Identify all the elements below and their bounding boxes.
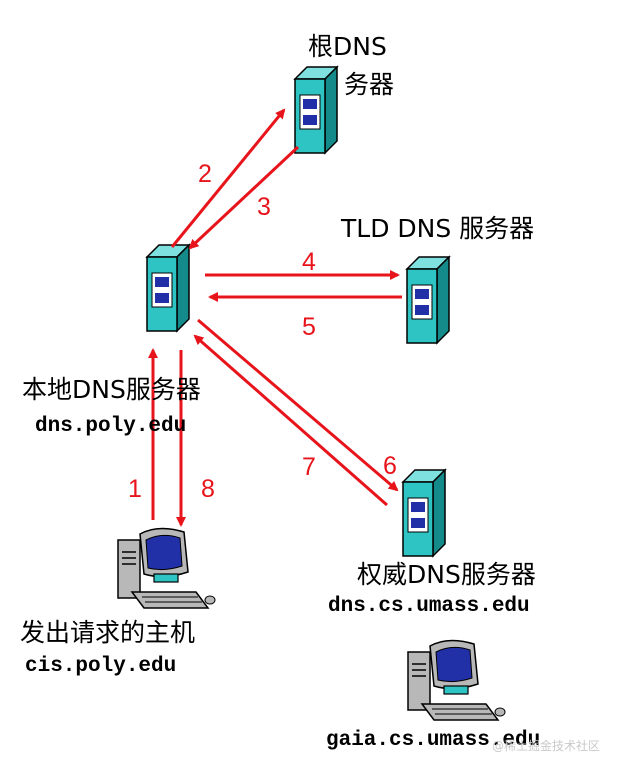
- arrow-step-3: [188, 145, 300, 250]
- step-number-5: 5: [302, 313, 316, 341]
- local-dns-host: dns.poly.edu: [35, 415, 187, 438]
- root-dns-server-icon: [294, 66, 338, 154]
- target-host-name: gaia.cs.umass.edu: [326, 729, 541, 752]
- authoritative-dns-server-icon: [402, 469, 446, 557]
- tld-dns-label: TLD DNS 服务器: [341, 214, 535, 243]
- local-dns-label: 本地DNS服务器: [22, 375, 201, 404]
- arrow-step-6: [197, 318, 399, 492]
- root-dns-label-line1: 根DNS: [308, 32, 387, 61]
- tld-dns-server-icon: [406, 256, 450, 344]
- requesting-host-label: 发出请求的主机: [20, 618, 196, 647]
- step-number-6: 6: [383, 452, 397, 480]
- step-number-8: 8: [201, 475, 215, 503]
- watermark: @稀土掘金技术社区: [492, 739, 601, 753]
- local-dns-server-icon: [146, 244, 190, 332]
- step-number-7: 7: [302, 453, 316, 481]
- arrow-step-2: [170, 108, 286, 248]
- target-host-computer-icon: [407, 639, 506, 721]
- authoritative-dns-host: dns.cs.umass.edu: [328, 595, 530, 618]
- step-number-2: 2: [198, 160, 212, 188]
- step-number-1: 1: [128, 475, 142, 503]
- step-number-3: 3: [257, 193, 271, 221]
- root-dns-label-line2: 务器: [344, 70, 395, 99]
- requesting-host-computer-icon: [117, 527, 216, 609]
- authoritative-dns-label: 权威DNS服务器: [357, 560, 536, 589]
- arrow-step-7: [193, 334, 388, 507]
- requesting-host-name: cis.poly.edu: [25, 655, 177, 678]
- step-number-4: 4: [302, 248, 316, 276]
